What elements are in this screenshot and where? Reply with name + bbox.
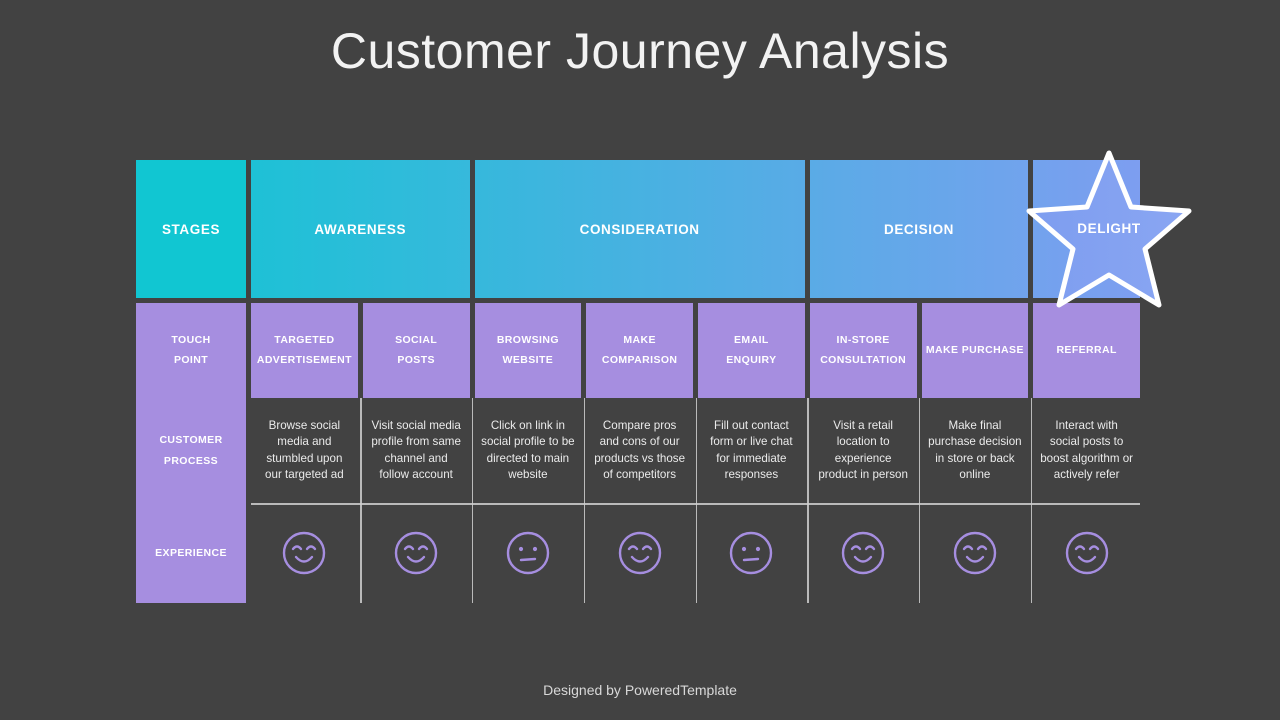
happy-face-icon <box>953 531 997 575</box>
touch-point-label-line1: TARGETED <box>274 334 335 347</box>
page-title: Customer Journey Analysis <box>330 23 950 79</box>
touch-point-row-header: TOUCH POINT <box>136 303 246 398</box>
customer-process-cell: Make final purchase decision in store or… <box>922 398 1029 503</box>
touch-point-label-line1: SOCIAL <box>395 334 438 347</box>
customer-process-text: Visit social media profile from same cha… <box>371 418 461 481</box>
happy-face-icon <box>841 531 885 575</box>
column-separator <box>1030 398 1033 503</box>
touch-point-label-line2: COMPARISON <box>601 353 678 366</box>
touch-point-label-line2: WEBSITE <box>502 353 554 366</box>
column-separator <box>695 503 697 603</box>
customer-process-cell: Click on link in social profile to be di… <box>475 398 582 503</box>
experience-cell <box>922 503 1029 603</box>
customer-process-text: Compare pros and cons of our products vs… <box>594 418 686 481</box>
stage-cell-label: CONSIDERATION <box>579 221 700 237</box>
customer-process-cell: Browse social media and stumbled upon ou… <box>251 398 358 503</box>
touch-point-row-header-label: TOUCH <box>171 334 211 347</box>
column-separator <box>807 398 809 503</box>
stage-cell-consideration[interactable]: CONSIDERATION <box>474 160 805 298</box>
touch-point-label-line1: BROWSING <box>496 334 559 347</box>
customer-process-text: Interact with social posts to boost algo… <box>1040 418 1134 481</box>
touch-point-cell[interactable]: TARGETED ADVERTISEMENT <box>251 303 358 398</box>
experience-row-header: EXPERIENCE <box>136 503 246 603</box>
customer-process-cell: Interact with social posts to boost algo… <box>1033 398 1140 503</box>
column-separator <box>360 398 362 503</box>
touch-point-label-line2: CONSULTATION <box>820 353 907 366</box>
column-separator <box>583 398 586 503</box>
experience-cell <box>1033 503 1140 603</box>
customer-process-cell: Compare pros and cons of our products vs… <box>586 398 693 503</box>
happy-face-icon <box>618 531 661 575</box>
experience-cell <box>475 503 582 603</box>
customer-process-text: Click on link in social profile to be di… <box>481 418 575 481</box>
touch-point-label-line1: IN-STORE <box>836 334 890 347</box>
column-separator <box>472 503 474 603</box>
touch-point-label-line1: REFERRAL <box>1056 343 1117 356</box>
touch-point-cell[interactable]: EMAIL ENQUIRY <box>698 303 805 398</box>
column-separator <box>807 503 809 603</box>
touch-point-cell[interactable]: REFERRAL <box>1033 303 1140 398</box>
column-separator <box>360 503 362 603</box>
neutral-face-icon <box>730 531 773 575</box>
customer-process-row-header-label: CUSTOMER <box>159 434 223 447</box>
touch-point-row-header-label: POINT <box>173 353 209 366</box>
experience-row: EXPERIENCE <box>136 503 1145 603</box>
experience-cell <box>698 503 805 603</box>
stage-cell-label: DECISION <box>883 221 955 237</box>
footer-credit: Designed by PoweredTemplate <box>543 682 737 698</box>
column-separator <box>919 398 921 503</box>
touch-point-label-line1: EMAIL <box>734 334 769 347</box>
stage-cell-decision[interactable]: DECISION <box>809 160 1029 298</box>
touch-point-label-line2: ADVERTISEMENT <box>256 353 352 366</box>
stages-row: STAGES AWARENESS CONSIDERATION DECISION DELI… <box>136 160 1145 298</box>
touch-point-label-line1: MAKE PURCHASE <box>925 343 1024 356</box>
customer-process-row-header-label: PROCESS <box>163 454 219 467</box>
column-separator <box>695 398 697 503</box>
customer-journey-chart: STAGES AWARENESS CONSIDERATION DECISION DELI… <box>136 160 1145 605</box>
happy-face-icon <box>1065 531 1108 575</box>
touch-point-cell[interactable]: MAKE COMPARISON <box>586 303 693 398</box>
stages-row-header-label: STAGES <box>161 221 221 237</box>
customer-process-row: CUSTOMER PROCESS Browse social media and s… <box>136 398 1145 503</box>
touch-point-label-line2: POSTS <box>397 353 435 366</box>
stages-row-header: STAGES <box>136 160 246 298</box>
touch-point-row: TOUCH POINT TARGETED ADVERTISEMENT SOCIAL POS… <box>136 303 1145 398</box>
touch-point-cell[interactable]: IN-STORE CONSULTATION <box>809 303 917 398</box>
experience-cell <box>586 503 693 603</box>
customer-process-text: Make final purchase decision in store or… <box>928 418 1022 481</box>
column-separator <box>1030 503 1033 603</box>
touch-point-cell[interactable]: SOCIAL POSTS <box>362 303 470 398</box>
customer-process-row-header: CUSTOMER PROCESS <box>136 398 246 503</box>
column-separator <box>472 398 474 503</box>
stage-cell-label: AWARENESS <box>314 221 407 237</box>
customer-process-cell: Fill out contact form or live chat for i… <box>698 398 805 503</box>
stage-cell-delight[interactable]: DELIGHT <box>1033 160 1140 298</box>
customer-process-cell: Visit social media profile from same cha… <box>363 398 470 503</box>
customer-process-text: Fill out contact form or live chat for i… <box>710 418 793 481</box>
experience-row-header-label: EXPERIENCE <box>155 547 227 559</box>
touch-point-cell[interactable]: MAKE PURCHASE <box>921 303 1029 398</box>
column-separator <box>583 503 586 603</box>
touch-point-label-line2: ENQUIRY <box>726 353 777 366</box>
happy-face-icon <box>283 531 326 575</box>
column-separator <box>919 503 921 603</box>
neutral-face-icon <box>506 531 550 575</box>
touch-point-label-line1: MAKE <box>623 334 656 347</box>
customer-process-text: Browse social media and stumbled upon ou… <box>265 418 344 481</box>
touch-point-cell[interactable]: BROWSING WEBSITE <box>474 303 582 398</box>
happy-face-icon <box>394 531 438 575</box>
experience-cell <box>363 503 470 603</box>
customer-process-cell: Visit a retail location to experience pr… <box>810 398 917 503</box>
experience-cell <box>251 503 358 603</box>
customer-process-text: Visit a retail location to experience pr… <box>818 418 908 481</box>
experience-cell <box>810 503 917 603</box>
stage-cell-awareness[interactable]: AWARENESS <box>251 160 470 298</box>
